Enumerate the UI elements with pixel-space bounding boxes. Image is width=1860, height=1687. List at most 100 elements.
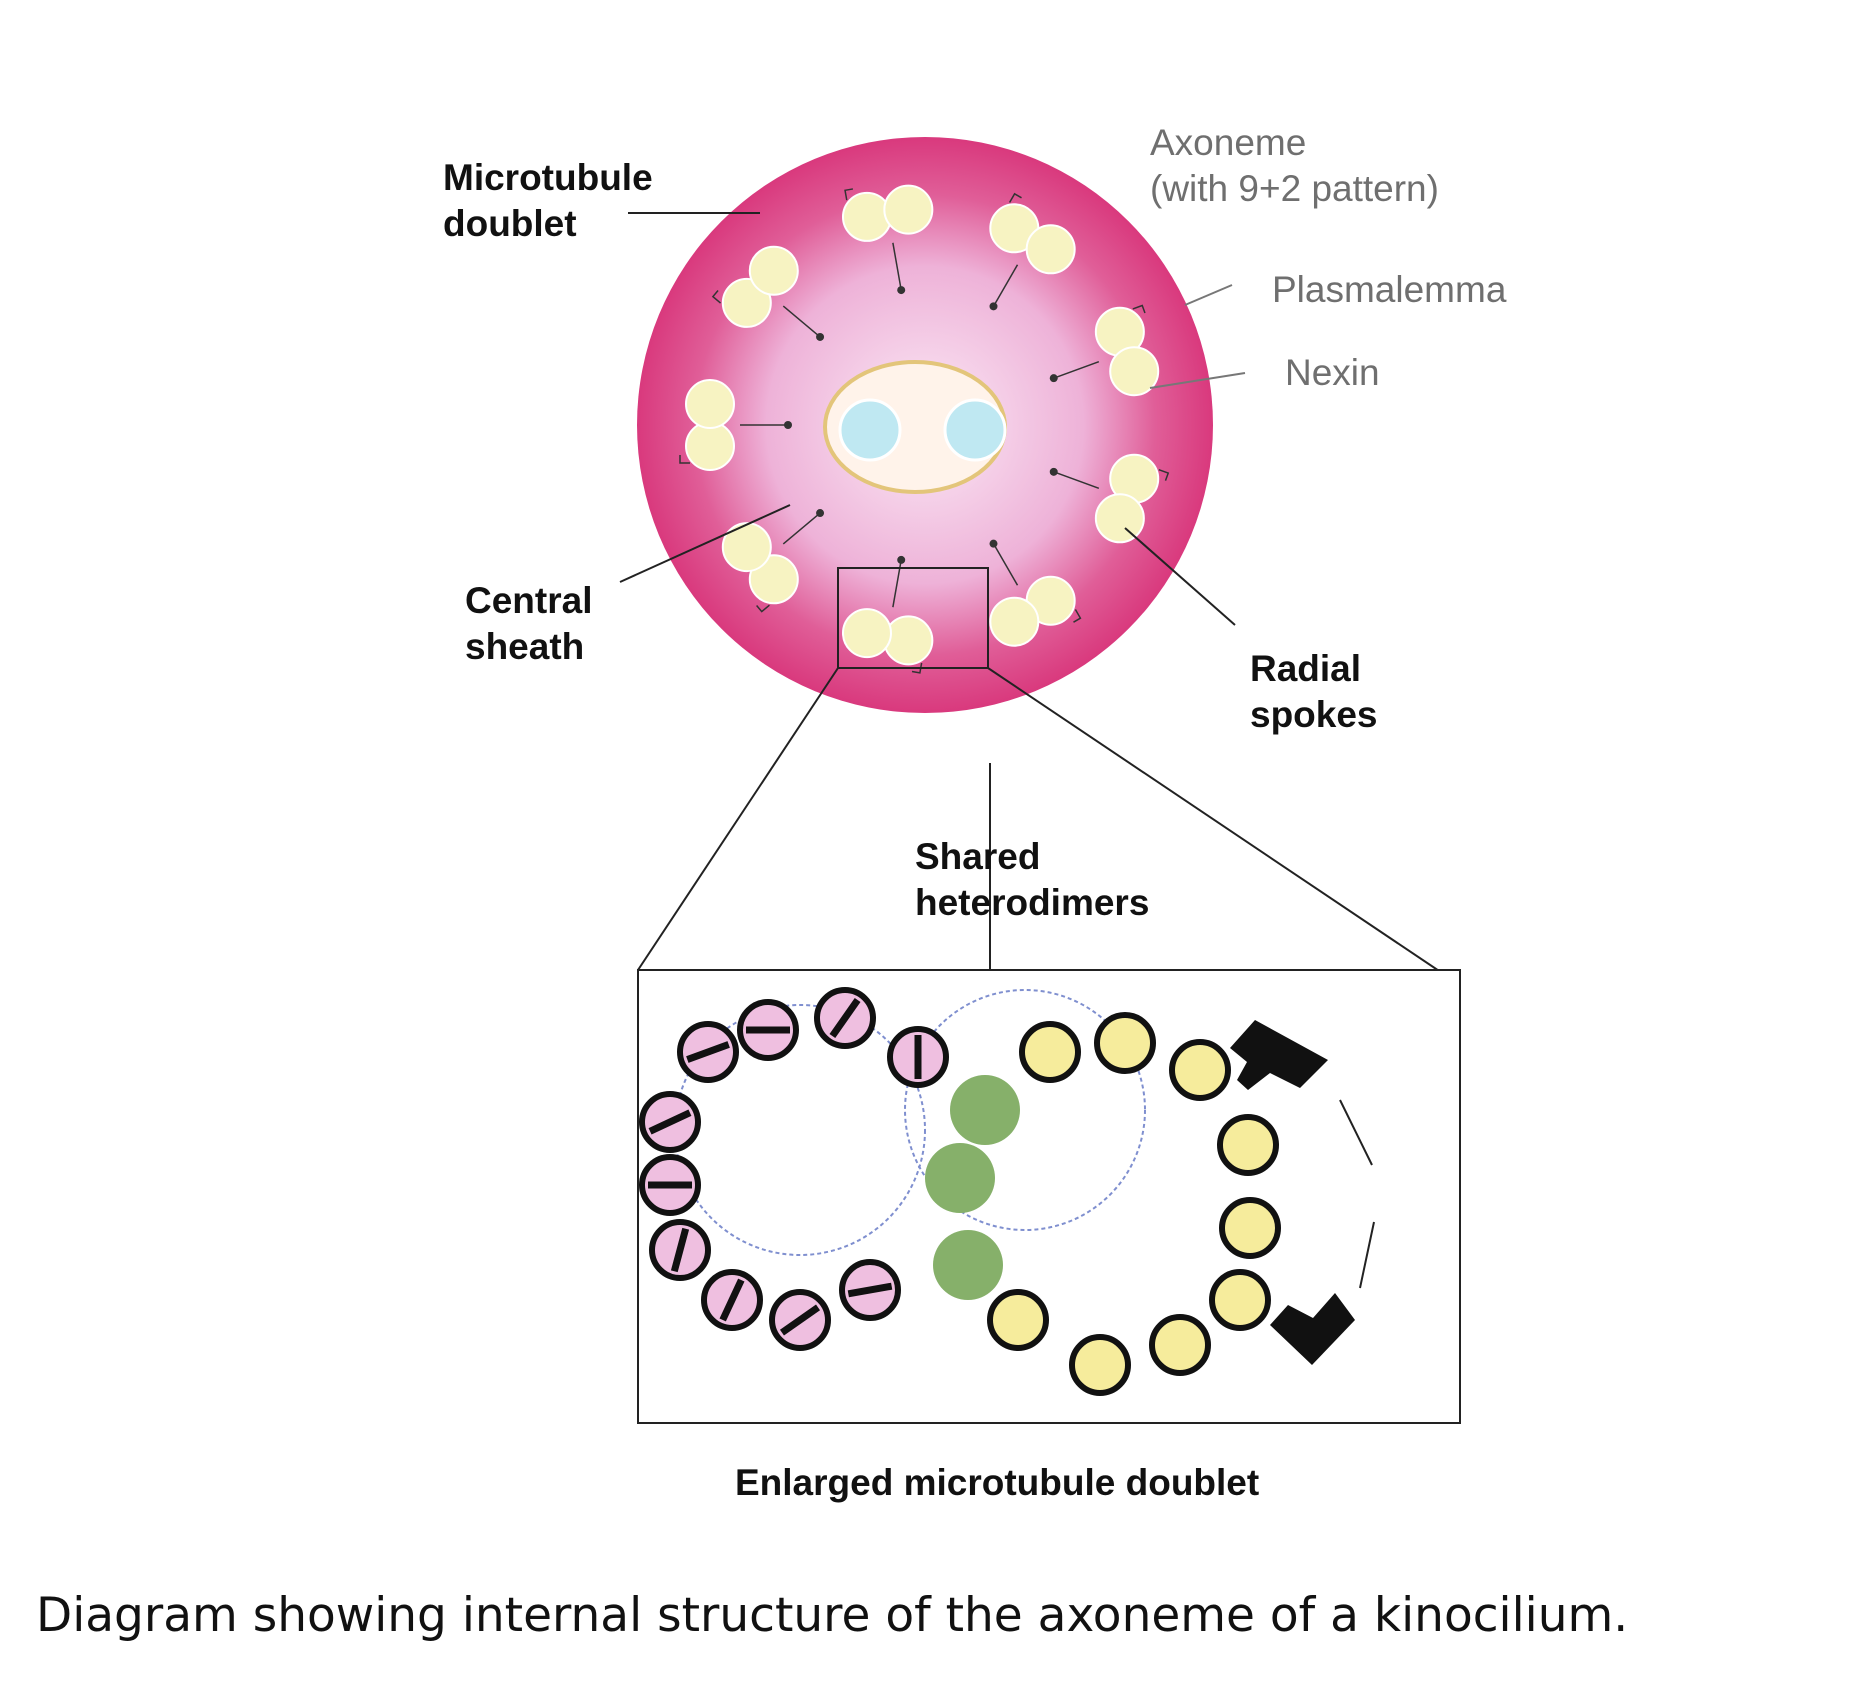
doublet-b-subunit: [1025, 224, 1076, 275]
spoke-head: [1049, 374, 1058, 383]
subunit-bar: [847, 1282, 893, 1298]
a-tubule: [639, 987, 949, 1351]
outer-doublet: [989, 575, 1076, 647]
central-microtubule-left: [838, 398, 902, 462]
enlarged-doublet: [639, 987, 1375, 1396]
spoke-head: [989, 539, 998, 548]
a-tubule-subunit: [737, 999, 799, 1061]
label-nexin: Nexin: [1285, 352, 1380, 393]
a-tubule-subunit: [639, 1091, 701, 1153]
figure-caption: Diagram showing internal structure of th…: [36, 1588, 1629, 1643]
nexin-link-enlarged: [1339, 1099, 1375, 1289]
b-tubule-subunit: [1019, 1021, 1081, 1083]
dynein-hook: [1073, 609, 1082, 623]
dynein-hook: [1158, 468, 1170, 481]
outer-doublets: [685, 184, 1160, 666]
dynein-hook: [844, 188, 854, 201]
outer-doublet: [1094, 306, 1160, 397]
shared-heterodimer-top: [950, 1075, 1020, 1145]
outer-doublet: [685, 379, 735, 471]
spoke-head: [897, 555, 906, 564]
b-tubule-subunit: [1169, 1039, 1231, 1101]
dynein-arm-outer: [1230, 1020, 1328, 1090]
central-microtubule-right: [943, 398, 1007, 462]
label-central-sheath-line2: sheath: [465, 626, 585, 667]
subunit-bar: [648, 1109, 692, 1135]
doublet-a-subunit: [748, 554, 799, 605]
doublet-b-subunit: [1094, 493, 1145, 544]
a-tubule-subunit: [839, 1259, 901, 1321]
spoke-head: [816, 332, 825, 341]
b-tubule-linkage: [904, 989, 1146, 1231]
subunit-bar: [670, 1227, 690, 1273]
doublet-b-subunit: [1109, 346, 1160, 397]
dynein-hook: [679, 455, 690, 464]
dynein-arm-inner: [1270, 1293, 1355, 1365]
spoke-head: [784, 421, 792, 429]
doublet-b-subunit: [883, 184, 934, 235]
subunit-bar: [719, 1278, 745, 1322]
doublet-a-subunit: [841, 191, 892, 242]
a-tubule-subunit: [639, 1154, 701, 1216]
a-tubule-subunit: [887, 1026, 949, 1088]
leader-nexin: [1149, 372, 1246, 389]
shared-heterodimer-bottom: [933, 1230, 1003, 1300]
label-plasmalemma: Plasmalemma: [1272, 269, 1507, 310]
dynein-hook: [1132, 304, 1146, 314]
outer-doublet: [841, 608, 934, 666]
dynein-hook: [756, 604, 770, 613]
label-radial-spokes-line2: spokes: [1250, 694, 1378, 735]
doublet-b-subunit: [685, 379, 735, 429]
radial-spoke: [992, 264, 1019, 307]
radial-spoke: [782, 305, 821, 338]
radial-spoke: [1053, 471, 1100, 489]
b-tubule-subunit: [1209, 1269, 1271, 1331]
a-tubule-subunit: [814, 987, 876, 1049]
outer-doublet: [721, 522, 799, 605]
a-tubule-subunit: [769, 1289, 831, 1351]
label-axoneme-line2: (with 9+2 pattern): [1150, 168, 1439, 209]
dynein-hook: [911, 662, 923, 674]
b-tubule-subunit: [1219, 1197, 1281, 1259]
spoke-head: [897, 286, 906, 295]
outer-doublet: [841, 184, 934, 242]
expansion-line-right: [987, 667, 1461, 986]
doublet-b-subunit: [748, 245, 799, 296]
b-tubule-subunit: [1069, 1334, 1131, 1396]
label-central-sheath: Central sheath: [465, 578, 592, 670]
radial-spoke: [782, 512, 821, 545]
doublet-a-subunit: [721, 277, 772, 328]
radial-spoke: [1053, 361, 1100, 379]
spoke-head: [816, 509, 825, 518]
a-tubule-subunit: [677, 1021, 739, 1083]
radial-spokes-group: [679, 188, 1170, 674]
shared-heterodimer-middle: [925, 1143, 995, 1213]
spoke-head: [989, 302, 998, 311]
outer-doublet: [721, 245, 799, 328]
b-tubule: [987, 1012, 1281, 1396]
b-tubule-subunit: [1149, 1314, 1211, 1376]
label-radial-spokes-line1: Radial: [1250, 648, 1362, 689]
label-shared-heterodimers-line1: Shared: [915, 836, 1041, 877]
b-tubule-subunit: [987, 1289, 1049, 1351]
b-tubule-subunit: [1217, 1114, 1279, 1176]
label-axoneme-line1: Axoneme: [1150, 122, 1307, 163]
doublet-b-subunit: [989, 596, 1040, 647]
label-shared-heterodimers-line2: heterodimers: [915, 882, 1150, 923]
expansion-line-left: [637, 667, 839, 971]
label-microtubule-doublet-line1: Microtubule: [443, 157, 653, 198]
subunit-bar: [686, 1041, 730, 1063]
outer-doublet: [1094, 453, 1160, 544]
dynein-hook: [1008, 192, 1022, 203]
doublet-a-subunit: [685, 421, 735, 471]
doublet-a-subunit: [883, 615, 934, 666]
zoom-box: [837, 567, 989, 669]
a-tubule-subunit: [649, 1219, 711, 1281]
a-tubule-subunit: [701, 1269, 763, 1331]
subunit-bar: [829, 997, 861, 1039]
label-microtubule-doublet-line2: doublet: [443, 203, 577, 244]
dynein-hook: [711, 290, 722, 304]
subunit-bar: [779, 1304, 821, 1336]
outer-doublet: [989, 203, 1076, 275]
